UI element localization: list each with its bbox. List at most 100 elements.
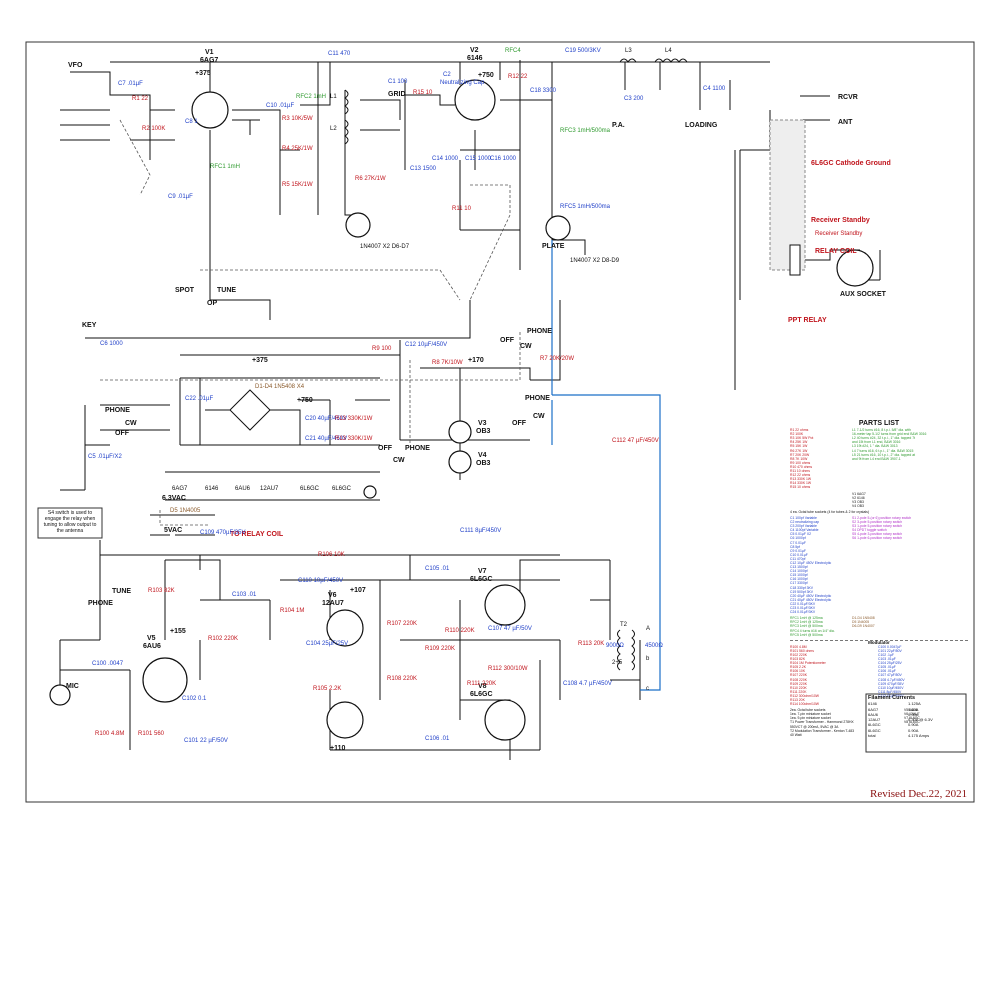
parts-line: R2 100K [790, 432, 804, 437]
parts-line: R6 27K 1W [790, 448, 808, 453]
revision-date: Revised Dec.22, 2021 [870, 788, 968, 800]
parts-line: C22 0.01µF/3KV [790, 601, 816, 606]
parts-line: R5 15K 1W [790, 444, 808, 449]
val-r107: R107 220K [387, 621, 417, 627]
parts-line: C111 8µF/450V [878, 689, 902, 694]
val-c13: C13 1500 [410, 166, 437, 172]
parts-line: C112 47µF/450V [878, 693, 904, 698]
v2-ref: V2 [470, 47, 479, 54]
val-c1: C1 100 [388, 79, 408, 85]
parts-line: S1 2-pole 5-(or 6) position rotary switc… [852, 515, 912, 520]
v6-ref: V6 [328, 592, 337, 599]
val-c103: C103 .01 [232, 592, 257, 598]
val-r15: R15 10 [413, 90, 433, 96]
parts-line: V4 OB3 [852, 503, 864, 508]
val-c102: C102 0.1 [182, 696, 207, 702]
parts-line: C1 100pf Variable [790, 515, 817, 520]
val-c104: C104 25µF/25V [306, 641, 348, 647]
val-c15: C15 1000 [465, 156, 492, 162]
val-rfc3: RFC3 1mH/500ma [560, 128, 611, 134]
val-c7: C7 .01µF [118, 81, 143, 87]
filament-tube: 6146 [868, 701, 877, 707]
filament-current: 0.90A [908, 727, 919, 733]
val-r9: R9 100 [372, 346, 392, 352]
parts-line: C3 200pf Variable [790, 524, 817, 529]
v6-type: 12AU7 [322, 600, 344, 607]
val-r113: R113 20K [578, 641, 604, 647]
parts-line: C10 0.01µF [790, 552, 808, 557]
val-r7: R7 20K/20W [540, 356, 574, 362]
ground-terminal [363, 485, 377, 499]
parts-line: R105 2.2K [790, 665, 807, 670]
v8-ref: V8 [478, 683, 487, 690]
parts-line: R114 100ohm/10W [790, 702, 819, 707]
parts-line: R112 300ohm/10W [790, 693, 819, 698]
parts-line: S3 1-pole 5-position rotary switch [852, 524, 903, 529]
val-rfc4: RFC4 [505, 48, 521, 54]
parts-line: R109 220K [790, 681, 807, 686]
v7-ref: V7 [478, 568, 487, 575]
parts-line: T2 Modulation Transformer - Kenton T-483 [790, 728, 855, 733]
label-loading: LOADING [685, 122, 718, 129]
parts-line: L3 19t #24, 1 " dia. B&W 3013 [852, 444, 898, 449]
parts-line: S2 3-pole 5-position rotary switch [852, 520, 903, 525]
rail-750: +750 [297, 397, 313, 404]
label-phone-2: PHONE [527, 328, 552, 335]
label-mic: MIC [66, 683, 79, 690]
val-c2: C2 [443, 72, 451, 78]
label-phone-5: PHONE [88, 600, 113, 607]
val-d14: D1-D4 1N5408 X4 [255, 384, 305, 390]
parts-line: 550VCT @ 200mA, 5VAC @ 3A [790, 724, 839, 729]
parts-line: R10 470 ohms [790, 464, 813, 469]
val-c112: C112 47 µF/450V [612, 438, 659, 444]
val-r12: R12 22 [508, 74, 528, 80]
parts-line: R8 7K 10W [790, 456, 808, 461]
parts-line: C7 0.01µF [790, 540, 806, 545]
s4-note-box [37, 507, 103, 539]
relay-coil-symbol [789, 244, 801, 276]
rail-375: +375 [252, 357, 268, 364]
parts-line: RFC5 1mH @ 500ma [790, 632, 823, 637]
val-d67: 1N4007 X2 D6-D7 [360, 244, 410, 250]
coil-l4 [654, 58, 688, 63]
label-receiver-standby: Receiver Standby [811, 217, 870, 224]
val-c10: C10 .01µF [266, 103, 294, 109]
parts-line: R13 330K 1W [790, 477, 812, 482]
parts-line: and 9t from L4 end B&W 3907-1 [852, 456, 901, 461]
parts-line: C106 .01µF [878, 669, 896, 674]
parts-line: C11 470pf [790, 556, 806, 561]
val-l4: L4 [665, 48, 672, 54]
heater-4: 6L6GC [300, 486, 320, 492]
parts-line: RFC3 1mH @ 500ma [790, 624, 823, 629]
label-plate: PLATE [542, 243, 565, 250]
val-c106: C106 .01 [425, 736, 450, 742]
val-r5: R5 15K/1W [282, 182, 313, 188]
parts-line: S4 DPDT toggle switch [852, 528, 887, 533]
filament-tube: 12AU7 [868, 717, 881, 723]
tube-v8 [484, 699, 526, 741]
filament-tube: 6AG7 [868, 706, 879, 712]
coil-l3 [619, 58, 637, 63]
filament-tube: total [868, 733, 876, 739]
label-5vac: 5VAC [164, 527, 182, 534]
parts-line: R3 10K 5W Pot [790, 436, 814, 441]
tube-v5 [142, 657, 188, 703]
parts-line: 1ea. 7-pin miniature socket [790, 712, 831, 717]
label-tune: TUNE [217, 287, 236, 294]
v8-type: 6L6GC [470, 691, 493, 698]
label-to-relay-coil: TO RELAY COIL [230, 531, 284, 538]
tube-v1 [191, 91, 229, 129]
modulator-title: Modulator [790, 639, 968, 645]
val-r100: R100 4.8M [95, 731, 124, 737]
parts-line: R101 560 ohms [790, 648, 814, 653]
t2-ref: T2 [620, 622, 628, 628]
v2-type: 6146 [467, 55, 483, 62]
parts-line: V6 12AU7 [904, 712, 920, 717]
labels: VFO KEY SPOT TUNE OP RCVR ANT LOADING P.… [66, 62, 891, 690]
val-c19: C19 500/3KV [565, 48, 601, 54]
